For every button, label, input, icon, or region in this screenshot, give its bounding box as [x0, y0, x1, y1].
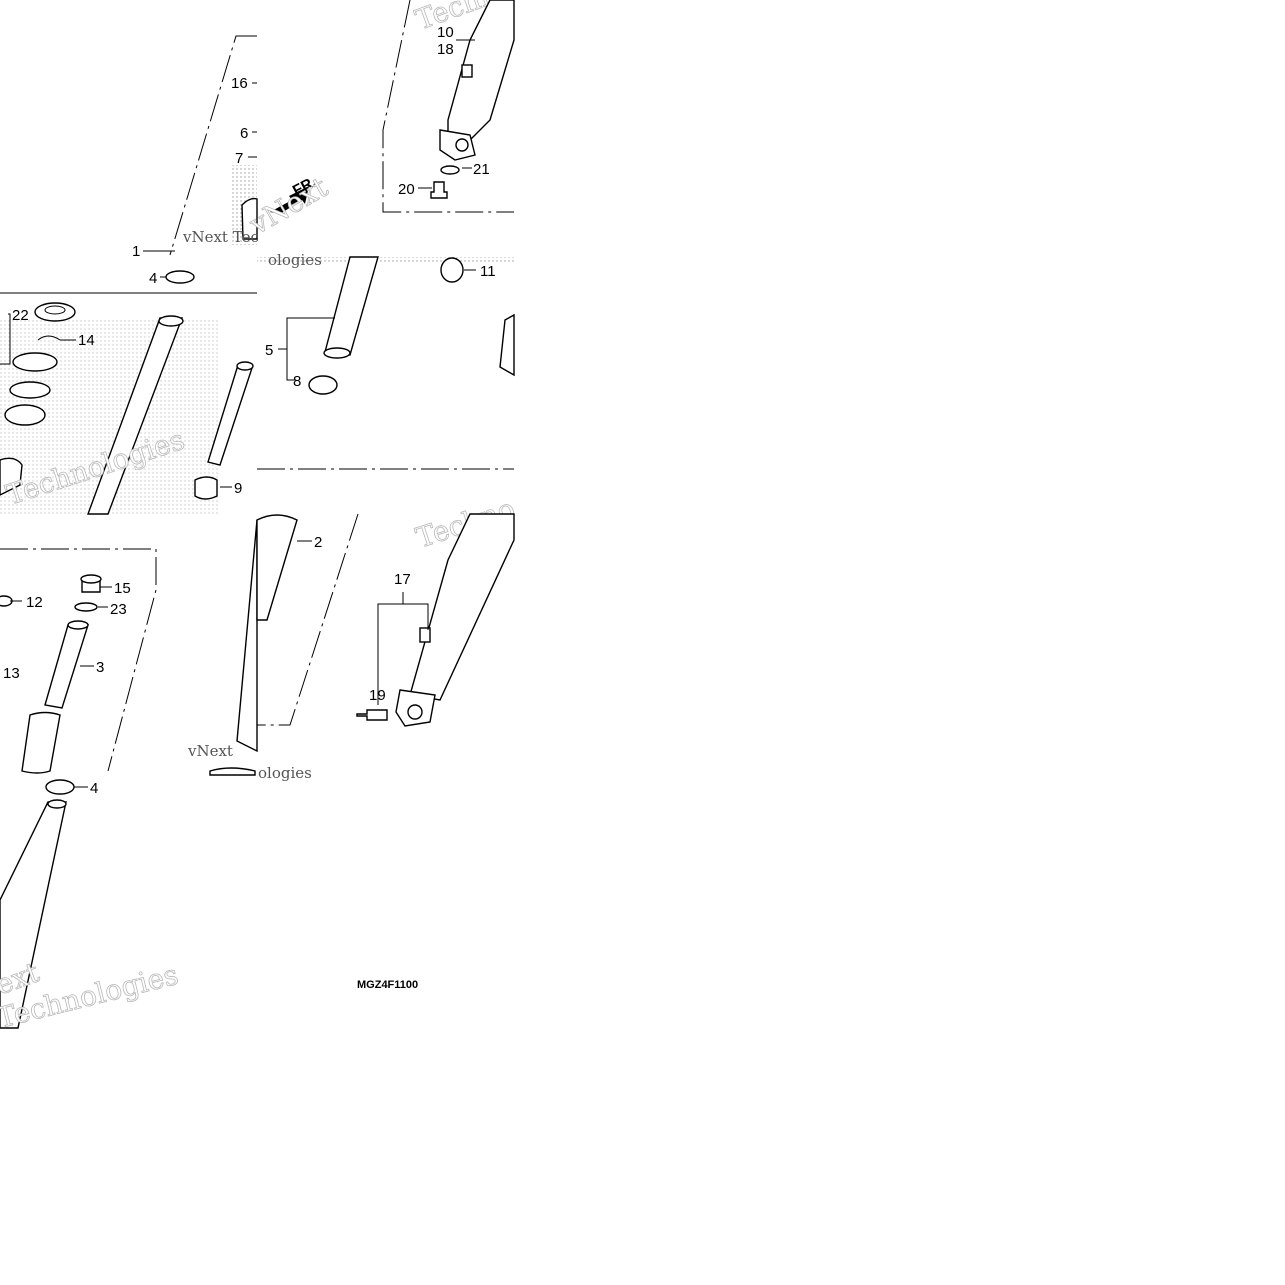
callout-5: 5	[265, 342, 273, 359]
oil-seal	[12, 352, 58, 372]
slider-bottom	[209, 767, 256, 776]
callout-1: 1	[132, 243, 140, 260]
tile-middle-left: Technologies 4 22 14 9	[0, 270, 257, 515]
bolt-20	[430, 181, 448, 199]
boundary-line	[257, 513, 359, 726]
circlip-14	[37, 335, 61, 341]
fork-slider-lower	[409, 513, 515, 701]
fork-spring-upper	[21, 711, 61, 774]
tile-top-left: vNext Tec 16 6 7 1	[132, 35, 259, 260]
watermark-text: vNext	[187, 742, 233, 760]
callout-9: 9	[234, 480, 242, 497]
callout-16: 16	[231, 75, 248, 92]
o-ring-23	[74, 602, 98, 612]
fork-spring-part	[499, 313, 515, 377]
front-direction-arrow-icon	[270, 186, 309, 214]
callout-17: 17	[394, 571, 411, 588]
tile-bottom: ext Technologies 4 MGZ4F1100	[0, 767, 418, 1035]
callout-21: 21	[473, 161, 490, 178]
collar-11	[440, 257, 464, 283]
watermark-text: ologies	[268, 251, 322, 269]
callout-2: 2	[314, 534, 322, 551]
boundary-line	[382, 0, 514, 213]
washer-21	[440, 165, 460, 175]
callout-13: 13	[3, 665, 20, 682]
tile-lower-left: vNext 12 15 23 3 13	[0, 519, 258, 774]
circlip-4-lower	[45, 779, 75, 795]
callout-14: 14	[78, 332, 95, 349]
fork-spring-coils	[256, 514, 298, 621]
watermark-text: ologies	[258, 764, 312, 782]
boundary-line	[169, 35, 257, 256]
callout-4-lower: 4	[90, 780, 98, 797]
diagram-code: MGZ4F1100	[357, 979, 418, 991]
slider-bushing	[4, 404, 46, 426]
callout-8: 8	[293, 373, 301, 390]
guide-bushing-8	[308, 375, 338, 395]
back-up-ring	[9, 381, 51, 399]
fork-spring-2	[236, 519, 258, 753]
circlip-4	[165, 270, 195, 284]
callout-19: 19	[369, 687, 386, 704]
rebound-spring-9	[194, 476, 218, 500]
slider-top	[0, 457, 23, 496]
dust-seal-22	[34, 302, 76, 322]
callout-4: 4	[149, 270, 157, 287]
fork-cap-part	[241, 197, 258, 240]
callout-6: 6	[240, 125, 248, 142]
callout-22: 22	[12, 307, 29, 324]
fork-pipe-lower	[324, 256, 379, 356]
callout-7: 7	[235, 150, 243, 167]
callout-12: 12	[26, 594, 43, 611]
callout-3: 3	[96, 659, 104, 676]
tile-top-right: Techno FR. vNext 10 18 21 20	[243, 0, 518, 242]
watermark-text: vNext Tec	[182, 228, 259, 246]
tile-lower-right: Techno ologies 2 17 19	[256, 491, 519, 782]
callout-18: 18	[437, 41, 454, 58]
callout-10: 10	[437, 24, 454, 41]
shading	[257, 257, 514, 263]
tile-middle-right: ologies 11 5 8	[257, 251, 515, 470]
callout-15: 15	[114, 580, 131, 597]
boundary-line	[0, 548, 157, 772]
callout-11: 11	[480, 263, 496, 280]
bolt-19	[356, 709, 388, 721]
callout-23: 23	[110, 601, 127, 618]
callout-20: 20	[398, 181, 415, 198]
